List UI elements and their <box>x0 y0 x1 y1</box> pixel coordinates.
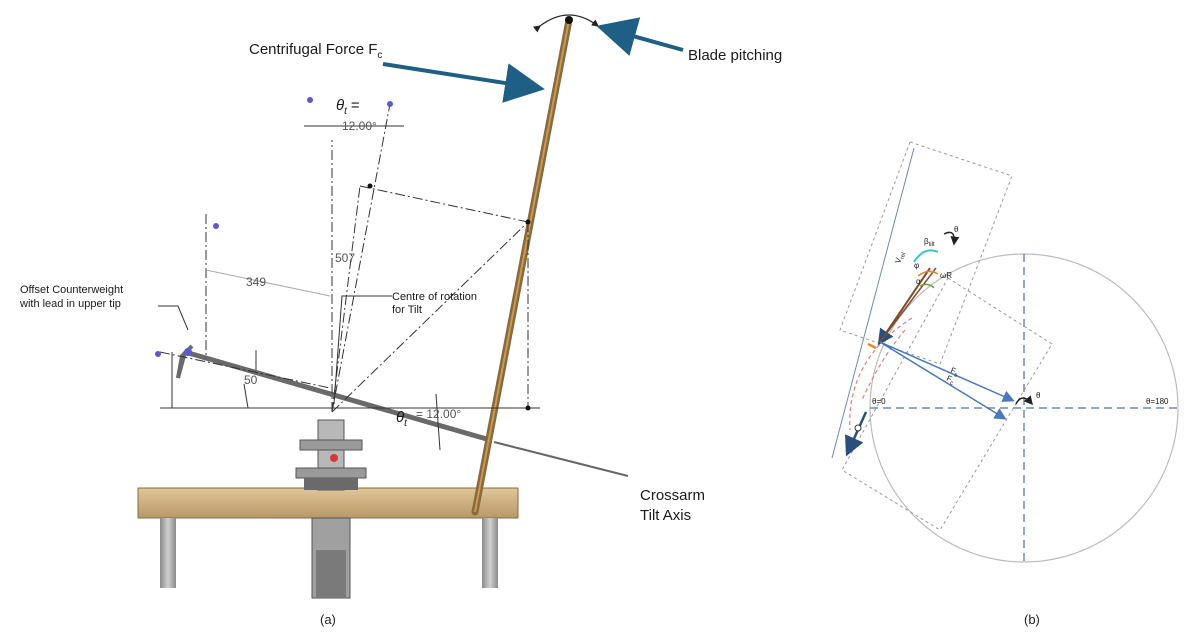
beta-label: β <box>924 237 929 246</box>
orange-angle-arc <box>917 270 939 277</box>
fs-vector <box>879 341 1015 402</box>
tilted-box-lower <box>841 277 1053 531</box>
centre-rotation-line2: for Tilt <box>392 304 422 316</box>
fc-sub: c <box>949 380 954 387</box>
omega-r-vector <box>877 267 931 346</box>
caption-b: (b) <box>1024 612 1040 627</box>
crossarm-line1: Crossarm <box>640 487 705 504</box>
vrel-sub: rel <box>900 252 908 260</box>
crossarm-line2: Tilt Axis <box>640 507 691 524</box>
caption-a: (a) <box>320 612 336 627</box>
panel-b: Vrel βtilt θ ωR φ α Fs Fc θ=0 θ=180 θ (b… <box>831 141 1179 627</box>
svg-text:θt: θt <box>396 409 408 429</box>
theta-t-bottom-symbol: θ <box>396 409 404 426</box>
fs-sub: s <box>953 372 958 379</box>
svg-text:Fs: Fs <box>948 366 960 379</box>
blade-path-dashed <box>849 317 913 431</box>
fc-vector <box>879 341 1007 420</box>
theta-t-top-equals: = <box>351 97 360 114</box>
theta-tip-arc <box>943 231 960 246</box>
panel-a: Centrifugal Force Fc Blade pitching θt= … <box>19 14 782 627</box>
blade-pitching-arrow <box>596 17 684 56</box>
blade-tip <box>565 16 573 24</box>
tilted-box-upper <box>839 141 1013 365</box>
theta-t-top-sub: t <box>344 106 348 117</box>
theta-center-arc <box>1015 395 1033 406</box>
alpha-label: α <box>916 277 921 286</box>
svg-text:Fc: Fc <box>944 374 956 387</box>
fs-label: F <box>949 366 957 376</box>
dimension-lines <box>159 103 540 451</box>
crossarm <box>184 349 491 443</box>
counterweight-line1: Offset Counterweight <box>20 284 123 296</box>
blade-pitching-label: Blade pitching <box>688 47 782 64</box>
vrel-vector <box>879 267 937 343</box>
phi-label: φ <box>914 261 919 270</box>
table-leg-right <box>482 518 498 588</box>
svg-text:βtilt: βtilt <box>924 237 935 248</box>
centre-rotation-line1: Centre of rotation <box>392 291 477 303</box>
crossarm-pointer <box>493 441 629 477</box>
theta-t-bottom-sub: t <box>404 418 408 429</box>
theta-180-label: θ=180 <box>1146 397 1169 406</box>
centrifugal-force-sub: c <box>377 50 382 61</box>
theta-tip-label: θ <box>954 225 959 234</box>
dim-349: 349 <box>246 275 266 289</box>
omega-r-label: ωR <box>940 271 952 280</box>
svg-text:Centrifugal Force Fc: Centrifugal Force Fc <box>249 41 382 61</box>
blade-tip-marker <box>854 424 862 432</box>
fc-label: F <box>945 374 953 384</box>
blade-down-vector <box>845 411 868 457</box>
svg-text:θt=: θt= <box>336 97 360 117</box>
counterweight-line2: with lead in upper tip <box>19 298 121 310</box>
centrifugal-force-arrow <box>382 62 545 103</box>
theta-0-label: θ=0 <box>872 397 886 406</box>
svg-text:Vrel: Vrel <box>893 250 907 265</box>
cyan-angle-arc <box>913 249 939 263</box>
centrifugal-force-label: Centrifugal Force F <box>249 41 377 58</box>
beta-sub: tilt <box>929 242 935 248</box>
theta-t-top-value: 12.00° <box>342 119 377 133</box>
dim-507: 507 <box>335 251 355 265</box>
theta-t-bottom-value: = 12.00° <box>416 407 461 421</box>
tangent-line <box>831 147 915 459</box>
green-angle-arc <box>919 283 935 289</box>
table-leg-left <box>160 518 176 588</box>
theta-center-label: θ <box>1036 391 1041 400</box>
table-top <box>137 487 519 519</box>
theta-t-top-symbol: θ <box>336 97 344 114</box>
dim-50: 50 <box>244 373 258 387</box>
blade-pitch-arrow <box>533 14 599 33</box>
vrel-label: V <box>893 256 903 264</box>
hub-assembly <box>295 419 367 599</box>
